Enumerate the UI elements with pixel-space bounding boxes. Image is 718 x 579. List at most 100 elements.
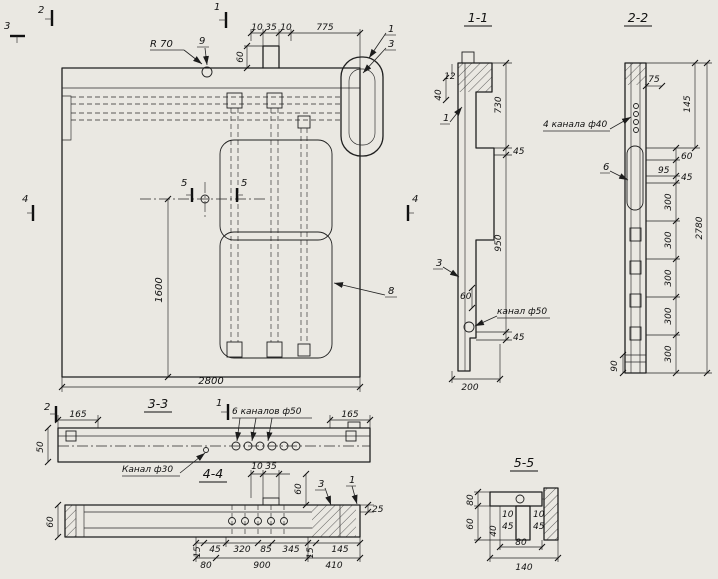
section-1-1: 1-1 730 45 950 45 12 40 1 3 [433,10,550,393]
dim-35: 35 [265,462,277,472]
cut-marker-2-bottom: 2 [44,402,50,413]
dim-40: 40 [489,525,499,537]
dim-200: 200 [461,383,478,393]
dim-75: 75 [648,75,660,85]
dim-950: 950 [494,234,504,251]
hole-top [201,66,213,78]
dim-45: 45 [209,545,221,555]
dim-300-2: 300 [664,231,674,248]
radius-label: R 70 [150,39,173,50]
dim-300-1: 300 [664,193,674,210]
dim-60: 60 [236,51,246,63]
channel-hole [463,321,475,333]
dim-2780: 2780 [695,216,705,239]
dim-10-b: 10 [280,23,292,33]
dim-10-a: 10 [251,23,263,33]
dim-45-b: 45 [533,522,545,532]
tenon-section [262,497,280,506]
main-plan-view [61,45,384,378]
section-title-5-5: 5-5 [514,455,534,470]
dim-320: 320 [233,545,250,555]
dim-10: 10 [251,462,263,472]
dim-775: 775 [316,23,333,33]
section-3-3: 3-3 2 1 165 165 [36,396,374,477]
callout-3: 3 [436,258,442,269]
dim-60: 60 [460,292,472,302]
lifting-slot-outline [340,56,384,157]
dim-730: 730 [494,96,504,113]
dim-90: 90 [610,360,620,372]
dim-15-a: 15 [193,546,203,558]
dim-80-bottom: 80 [515,538,527,548]
dim-45-top: 45 [513,147,525,157]
cut-marker-5-left: 5 [181,178,187,189]
lifting-loop-section [626,145,644,211]
callout-9: 9 [199,36,205,47]
dim-165-right: 165 [341,410,358,420]
callout-3: 3 [388,39,394,50]
dim-145: 145 [331,545,348,555]
hole [515,494,525,504]
dim-80-left: 80 [466,494,476,506]
section-title-3-3: 3-3 [148,396,168,411]
dim-10-a: 10 [502,510,514,520]
section-5-5: 5-5 80 60 10 10 45 45 40 80 [466,455,562,573]
callout-1: 1 [388,24,394,35]
dim-45-a: 45 [502,522,514,532]
dim-1600: 1600 [154,277,165,302]
cut-marker-3: 3 [4,21,10,32]
callout-1: 1 [443,113,449,124]
dim-2800: 2800 [198,376,223,387]
dim-60-left: 60 [46,516,56,528]
cut-marker-4-right: 4 [412,194,418,205]
dim-12: 12 [444,72,456,82]
dim-85: 85 [260,545,272,555]
main-plan-dimensions: 10 35 10 775 60 1600 2800 [58,23,364,392]
label-kanal-f30: Канал ф30 [122,465,173,475]
dim-25: 25 [372,505,384,515]
top-tenon [262,45,280,69]
dim-410: 410 [325,561,342,571]
dim-60-left: 60 [466,518,476,530]
callout-6: 6 [603,162,609,173]
label-6-kanalov-f50: 6 каналов ф50 [232,407,302,417]
dim-40: 40 [434,89,444,101]
main-plan-callouts: R 70 9 1 3 8 [150,24,397,298]
dim-300-5: 300 [664,345,674,362]
dim-345: 345 [282,545,299,555]
section-title-1-1: 1-1 [468,10,488,25]
dim-35: 35 [265,23,277,33]
dim-45-bottom: 45 [513,333,525,343]
dim-165-left: 165 [69,410,86,420]
dim-80: 80 [200,561,212,571]
dim-300-3: 300 [664,269,674,286]
dim-95: 95 [658,166,670,176]
section-title-4-4: 4-4 [203,466,223,481]
upper-recess [219,139,333,241]
channel-f30-hole [203,447,209,453]
callout-8: 8 [388,286,394,297]
dim-15-b: 15 [306,547,316,559]
cut-marker-5-right: 5 [241,178,247,189]
dim-300-4: 300 [664,307,674,324]
dim-45: 45 [681,173,693,183]
dim-140: 140 [515,563,532,573]
callout-1: 1 [349,475,355,486]
lower-recess [219,231,333,359]
cut-marker-1-bottom: 1 [216,398,222,409]
dim-50: 50 [36,441,46,453]
cut-marker-2: 2 [38,5,44,16]
callout-3: 3 [318,479,324,490]
cut-marker-4-left: 4 [22,194,28,205]
label-4-kanala-f40: 4 канала ф40 [543,120,607,130]
dim-10-b: 10 [533,510,545,520]
dim-900: 900 [253,561,270,571]
dim-60-top: 60 [294,483,304,495]
dim-60: 60 [681,152,693,162]
cut-marker-1: 1 [214,2,220,13]
section-title-2-2: 2-2 [628,10,648,25]
label-kanal-f50: канал ф50 [497,307,547,317]
section-4-4: 4-4 10 35 60 3 [46,462,384,571]
